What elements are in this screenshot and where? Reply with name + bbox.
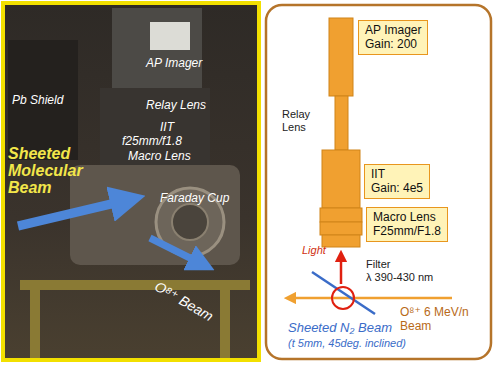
box-title: AP Imager (365, 23, 421, 37)
molecular-beam-arrow (18, 200, 128, 226)
relay-housing (100, 88, 210, 168)
box-title: Macro Lens (373, 210, 441, 224)
lead-shield (8, 40, 78, 160)
part-label: Filter (366, 258, 390, 270)
frame-leg (30, 290, 40, 358)
box-title: IIT (371, 167, 423, 181)
part-label: Sheeted Molecular Beam (8, 146, 100, 196)
part-label: Faraday Cup (160, 191, 229, 205)
box-detail: Gain: 200 (365, 37, 421, 51)
frame-leg (220, 290, 230, 358)
interaction-point (332, 287, 354, 309)
label-box: IITGain: 4e5 (364, 164, 430, 199)
part-label: λ 390-430 nm (366, 271, 433, 283)
lens-ring (320, 222, 362, 235)
part-label: O⁸⁺ 6 MeV/n Beam (400, 305, 482, 334)
part-label: (t 5mm, 45deg. inclined) (288, 337, 406, 349)
label-box: Macro LensF25mm/F1.8 (366, 207, 448, 242)
part-label: Relay Lens (282, 108, 322, 134)
label-box: AP ImagerGain: 200 (358, 20, 428, 55)
ion-beam-line (290, 297, 452, 300)
box-detail: F25mm/F1.8 (373, 224, 441, 238)
part-label: Light (302, 244, 326, 256)
part-label: f25mm/f1.8 (122, 134, 182, 148)
chamber (70, 165, 240, 265)
imager-label (150, 22, 190, 50)
part-label: AP Imager (146, 56, 202, 70)
relay-lens-symbol (335, 96, 348, 150)
flange-inner (172, 204, 208, 240)
photo-border (3, 3, 259, 360)
part-label: IIT (160, 120, 174, 134)
schematic-panel (266, 5, 491, 359)
part-label: Pb Shield (12, 93, 63, 107)
lens-ring (320, 208, 362, 222)
imager-symbol (329, 18, 353, 96)
box-detail: Gain: 4e5 (371, 181, 423, 195)
frame (20, 280, 250, 290)
iit-symbol (322, 150, 360, 208)
light-arrow (340, 256, 343, 284)
part-label: Macro Lens (128, 149, 191, 163)
lens-ring (322, 235, 360, 247)
ion-beam-arrow (150, 238, 202, 264)
photo-ground (3, 3, 259, 360)
n2-beam-line (312, 272, 375, 314)
imager-housing (112, 8, 202, 88)
part-label: Sheeted N₂ Beam (288, 320, 392, 335)
part-label: Relay Lens (146, 98, 206, 112)
